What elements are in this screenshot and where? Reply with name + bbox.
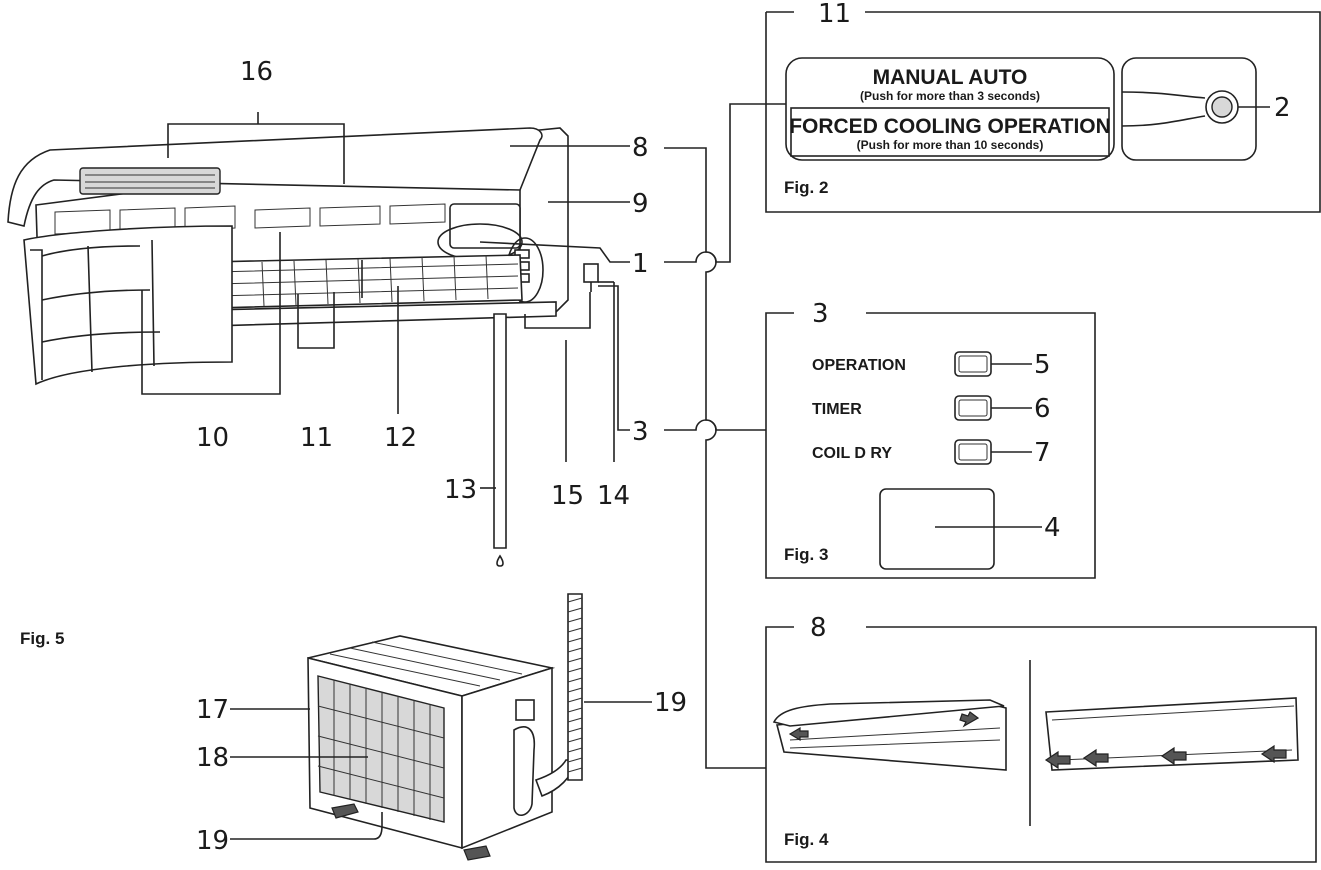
callout-1: 1: [632, 249, 649, 279]
fig2-caption: Fig. 2: [784, 178, 828, 197]
display-lamp-a: [514, 249, 530, 259]
fig4-arrow-1: [1044, 750, 1071, 770]
leader-10: [141, 232, 281, 395]
fig2-button-plate: [1121, 57, 1257, 161]
fig3-operation-lamp-inner: [958, 355, 988, 373]
control-box: [449, 203, 521, 249]
callout-16: 16: [240, 57, 273, 87]
refrigerant-pipe: [583, 263, 599, 283]
callout-11: 11: [300, 423, 333, 453]
indoor-front-panel-open: [7, 127, 543, 227]
fig4-frame: [765, 626, 1317, 863]
indoor-inner-windows-right: [254, 203, 446, 229]
grille-bars-v: [333, 680, 431, 820]
deodorizing-filter: [79, 167, 221, 195]
callout-9: 9: [632, 189, 649, 219]
fig2-plate-curve-bottom: [1121, 115, 1206, 127]
callout-15: 15: [551, 481, 584, 511]
air-filter-panel: [23, 225, 233, 386]
fig2-plate-curve-top: [1121, 91, 1206, 99]
air-filter-ribs-h: [41, 245, 161, 343]
fig2-forced-cooling: FORCED COOLING OPERATION: [789, 115, 1111, 138]
fig2-number: 11: [818, 0, 851, 29]
fig4-caption: Fig. 4: [784, 830, 829, 849]
fig2-frame: [765, 11, 1321, 213]
connector-8-to-fig4: [664, 147, 766, 769]
drain-hose: [493, 313, 507, 549]
fig3-frame: [765, 312, 1096, 579]
indoor-leaders: [141, 112, 630, 489]
callout-14: 14: [597, 481, 630, 511]
callout-5: 5: [1034, 350, 1051, 380]
fig3-timer-label: TIMER: [812, 401, 862, 418]
fig2-forced-cooling-sub: (Push for more than 10 seconds): [857, 138, 1044, 152]
fig4-arrow-4: [1260, 744, 1287, 764]
callout-10: 10: [196, 423, 229, 453]
fig4-panel: 8 Fig. 4: [765, 613, 1317, 863]
fig3-caption: Fig. 3: [784, 545, 828, 564]
callout-19-top: 19: [654, 688, 687, 718]
fig4-arrow-left: [788, 726, 809, 742]
callout-7: 7: [1034, 438, 1051, 468]
fig4-arrow-2: [1082, 748, 1109, 768]
fig2-panel: 11 MANUAL AUTO (Push for more than 3 sec…: [765, 0, 1321, 213]
connector-lines: [664, 103, 786, 769]
callout-19-bottom: 19: [196, 826, 229, 856]
outdoor-handle: [513, 726, 536, 816]
air-outlet-louvres: [214, 263, 519, 297]
callout-13: 13: [444, 475, 477, 505]
outdoor-foot-left: [331, 803, 359, 819]
callout-12: 12: [384, 423, 417, 453]
outdoor-unit: [307, 593, 583, 861]
leader-11: [297, 292, 335, 349]
leader-3: [598, 285, 630, 431]
indoor-unit: [7, 127, 599, 567]
connector-3-to-fig3: [664, 419, 766, 431]
fig4-number: 8: [810, 613, 827, 643]
fig3-receiver-window: [879, 488, 995, 570]
fig2-label-plate: [785, 57, 1115, 161]
drain-drip: [496, 554, 504, 567]
air-outlet: [209, 254, 523, 309]
callout-2: 2: [1274, 93, 1291, 123]
callout-17: 17: [196, 695, 229, 725]
fig2-manual-auto-sub: (Push for more than 3 seconds): [860, 89, 1040, 103]
callout-3: 3: [632, 417, 649, 447]
callout-18: 18: [196, 743, 229, 773]
fig3-number: 3: [812, 299, 829, 329]
connecting-cable: [524, 292, 591, 329]
fig4-arrow-3: [1160, 746, 1187, 766]
leader-19-bottom: [230, 812, 383, 840]
fig3-timer-lamp-inner: [958, 399, 988, 417]
fig3-operation-label: OPERATION: [812, 357, 906, 374]
outdoor-foot-right: [463, 845, 491, 861]
callout-4: 4: [1044, 513, 1061, 543]
fig2-manual-auto: MANUAL AUTO: [873, 66, 1028, 89]
outdoor-leaders: [230, 701, 652, 840]
fig5-caption: Fig. 5: [20, 629, 64, 648]
fig3-coil-dry-label: COIL D RY: [812, 445, 892, 462]
fig2-bottom-label-box: [790, 107, 1110, 157]
air-filter-edge: [30, 249, 43, 380]
piping-spiral: [567, 597, 583, 773]
callout-6: 6: [1034, 394, 1051, 424]
outdoor-top-ribs: [329, 641, 523, 687]
callout-8: 8: [632, 133, 649, 163]
outdoor-service-cover: [515, 699, 535, 721]
leader-16: [167, 123, 345, 184]
fig4-arrow-right: [959, 711, 980, 728]
leader-1: [479, 241, 630, 263]
outdoor-side: [461, 666, 553, 850]
fig2-push-button-inner: [1211, 96, 1233, 118]
connector-1-to-fig2: [664, 103, 786, 263]
fig3-coil-dry-lamp-inner: [958, 443, 988, 461]
fig3-panel: 3 OPERATION TIMER COIL D RY 5 6 7 4 Fig.…: [765, 299, 1096, 579]
fig4-open-panel: [772, 699, 1005, 727]
deodorizing-filter-texture: [85, 174, 215, 189]
fig4-open-grill-lines: [789, 727, 1001, 749]
air-filter-ribs-v: [87, 239, 155, 373]
grille-bars-h: [317, 705, 445, 799]
